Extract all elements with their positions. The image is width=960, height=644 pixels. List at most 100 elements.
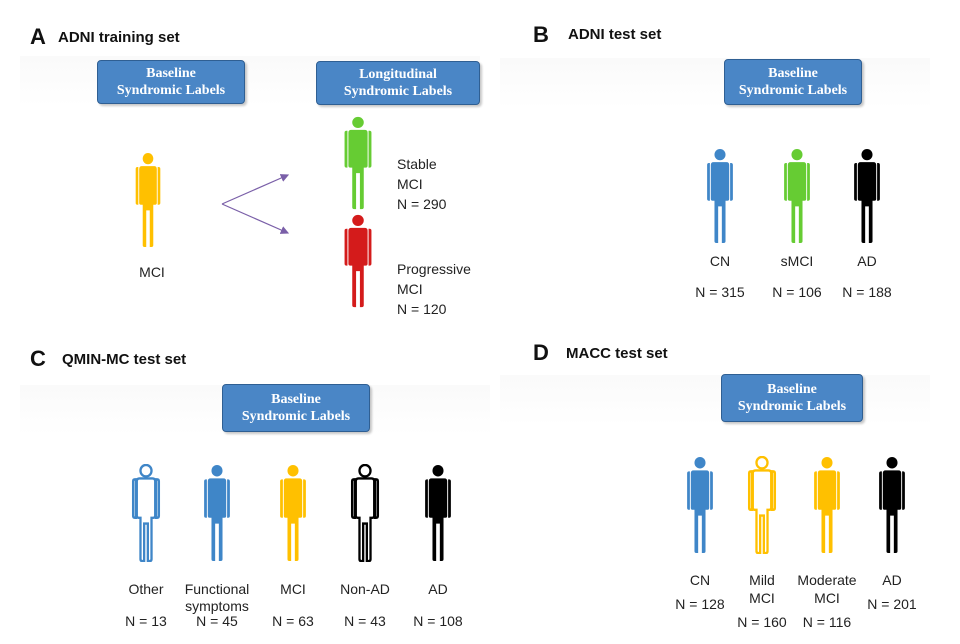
group-label-non-ad: Non-AD <box>340 581 390 598</box>
progressive-line-2: MCI <box>397 281 423 297</box>
panel-d-letter: D <box>533 340 549 365</box>
group-label-ad: AD <box>428 581 447 598</box>
person-icon-moderate-mci-svg <box>814 456 840 554</box>
person-icon-progressive-mci <box>334 214 382 308</box>
person-icon-other <box>123 463 169 563</box>
group-count-other: N = 13 <box>125 613 167 629</box>
person-icon-mci-svg <box>280 464 306 562</box>
person-icon-non-ad-svg <box>350 463 380 563</box>
group-label-line: sMCI <box>780 253 814 269</box>
person-icon-ad <box>869 456 915 554</box>
stable-mci-label: Stable MCI N = 290 <box>397 154 446 214</box>
group-count-ad: N = 201 <box>867 596 917 612</box>
person-icon-mci-baseline-svg <box>135 152 161 248</box>
stable-line-1: Stable <box>397 156 437 172</box>
person-icon-functional-symptoms <box>194 464 240 562</box>
progressive-mci-label: Progressive MCI N = 120 <box>397 259 471 319</box>
person-icon-mild-mci-svg <box>747 455 777 555</box>
panel-b-baseline-box: Baseline Syndromic Labels <box>724 59 862 105</box>
person-icon-cn-svg <box>687 456 713 554</box>
box-line-1: Baseline <box>271 392 321 407</box>
person-icon-ad <box>415 464 461 562</box>
group-label-line: Moderate <box>797 572 857 588</box>
group-count-smci: N = 106 <box>772 284 822 300</box>
panel-d-title: MACC test set <box>566 345 668 362</box>
person-icon-ad-svg <box>425 464 451 562</box>
group-count-moderate-mci: N = 116 <box>802 614 852 630</box>
panel-b-title: ADNI test set <box>568 26 662 43</box>
branch-arrows <box>221 174 290 234</box>
group-label-line: Mild <box>749 572 775 588</box>
group-count-mild-mci: N = 160 <box>737 614 787 630</box>
group-count-ad: N = 108 <box>413 613 463 629</box>
group-label-ad: AD <box>882 571 901 589</box>
person-icon-moderate-mci <box>804 456 850 554</box>
person-icon-cn <box>677 456 723 554</box>
group-label-line: MCI <box>280 581 306 597</box>
panel-c-baseline-box: Baseline Syndromic Labels <box>222 384 370 432</box>
person-icon-smci-svg <box>784 148 810 244</box>
group-label-ad: AD <box>857 252 876 270</box>
panel-c-letter: C <box>30 346 46 371</box>
group-label-line: Non-AD <box>340 581 390 597</box>
group-label-line: AD <box>857 253 877 269</box>
group-label-line: CN <box>689 572 711 588</box>
mci-label: MCI <box>139 264 165 280</box>
progressive-line-1: Progressive <box>397 261 471 277</box>
box-line-1: Baseline <box>768 66 818 81</box>
person-icon-cn <box>697 148 743 244</box>
panel-a-longitudinal-box: Longitudinal Syndromic Labels <box>316 61 480 105</box>
person-icon-stable-mci <box>334 116 382 210</box>
arrow-to-progressive <box>221 203 290 234</box>
box-line-2: Syndromic Labels <box>738 83 848 98</box>
person-icon-stable-mci-svg <box>344 116 372 210</box>
panel-b-header-band <box>500 58 930 108</box>
panel-a-letter: A <box>30 24 46 49</box>
panel-d-header-band <box>500 375 930 425</box>
panel-b-letter: B <box>533 22 549 47</box>
group-count-functional-symptoms: N = 45 <box>196 613 238 629</box>
person-icon-functional-symptoms-svg <box>204 464 230 562</box>
group-label-cn: CN <box>710 252 730 270</box>
box-line-2: Syndromic Labels <box>241 409 351 424</box>
person-icon-other-svg <box>131 463 161 563</box>
person-icon-cn-svg <box>707 148 733 244</box>
box-line-1: Longitudinal <box>359 67 437 82</box>
person-icon-mild-mci <box>739 455 785 555</box>
group-label-line: Other <box>128 581 164 597</box>
panel-d-baseline-box: Baseline Syndromic Labels <box>721 374 863 422</box>
box-line-2: Syndromic Labels <box>343 84 453 99</box>
box-line-1: Baseline <box>767 382 817 397</box>
person-icon-progressive-mci-svg <box>344 214 372 308</box>
group-label-other: Other <box>128 581 163 598</box>
group-count-mci: N = 63 <box>272 613 314 629</box>
arrow-to-stable <box>221 174 290 205</box>
box-line-2: Syndromic Labels <box>116 83 226 98</box>
group-label-line: Functional <box>184 581 250 597</box>
person-icon-non-ad <box>342 463 388 563</box>
panel-a-title: ADNI training set <box>58 29 180 46</box>
panel-a-baseline-box: Baseline Syndromic Labels <box>97 60 245 104</box>
person-icon-ad-svg <box>854 148 880 244</box>
person-icon-ad-svg <box>879 456 905 554</box>
box-line-2: Syndromic Labels <box>737 399 847 414</box>
box-line-1: Baseline <box>146 66 196 81</box>
person-icon-mci-baseline <box>126 152 170 248</box>
group-label-line: AD <box>428 581 448 597</box>
stable-line-2: MCI <box>397 176 423 192</box>
group-label-smci: sMCI <box>781 252 814 270</box>
group-count-cn: N = 315 <box>695 284 745 300</box>
group-count-ad: N = 188 <box>842 284 892 300</box>
group-label-mci: MCI <box>280 581 306 598</box>
person-icon-mci <box>270 464 316 562</box>
person-icon-ad <box>844 148 890 244</box>
panel-c-title: QMIN-MC test set <box>62 351 187 368</box>
group-count-cn: N = 128 <box>675 596 725 612</box>
group-count-non-ad: N = 43 <box>344 613 386 629</box>
group-label-line: AD <box>882 572 902 588</box>
group-label-line: symptoms <box>185 598 249 614</box>
group-label-cn: CN <box>690 571 710 589</box>
